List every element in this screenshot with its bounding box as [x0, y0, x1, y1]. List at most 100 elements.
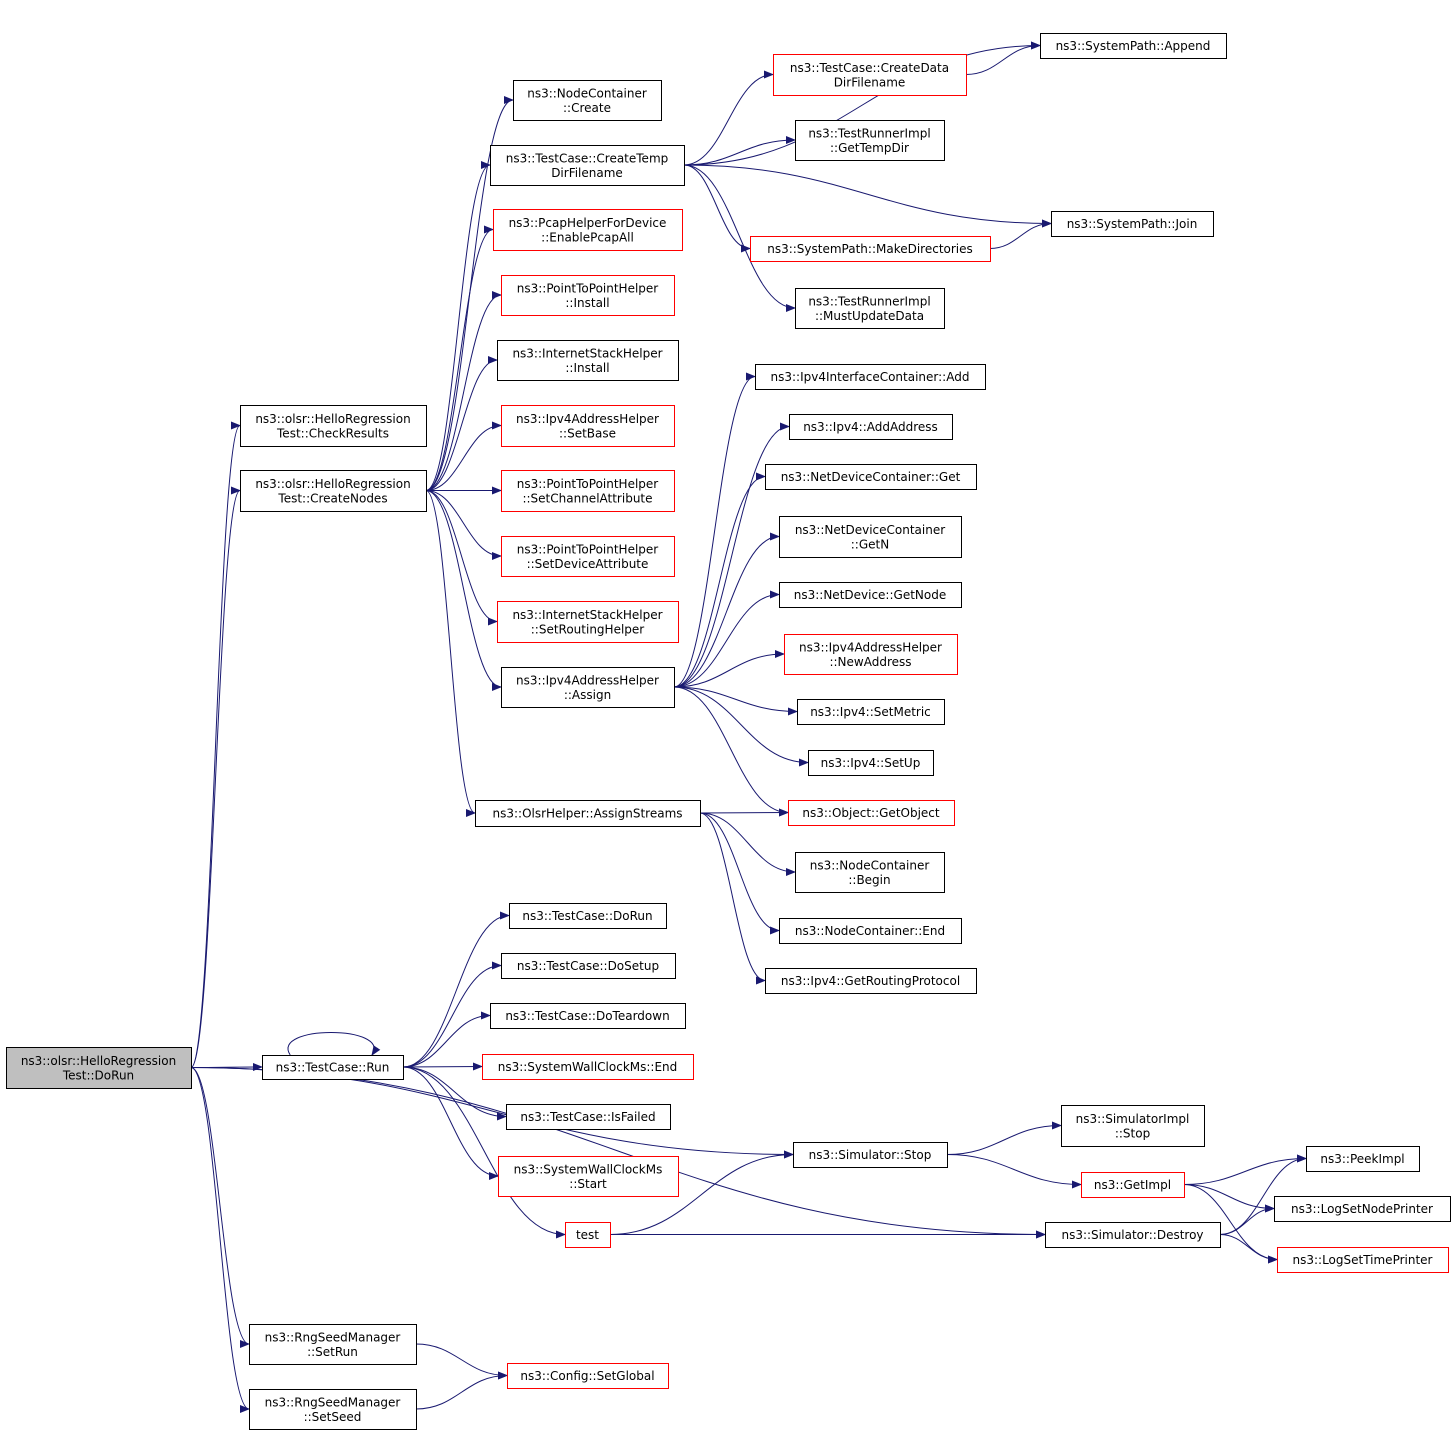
edge-sim-destroy-to-lognode — [1219, 1204, 1275, 1235]
node-iic-add[interactable]: ns3::Ipv4InterfaceContainer::Add — [755, 364, 986, 390]
node-logtime[interactable]: ns3::LogSetTimePrinter — [1277, 1247, 1449, 1273]
node-setmetric[interactable]: ns3::Ipv4::SetMetric — [797, 699, 945, 725]
node-box — [501, 405, 675, 447]
node-label: ns3::LogSetTimePrinter — [1292, 1253, 1432, 1267]
edge-dorun-to-sim-stop — [190, 1067, 794, 1159]
node-box — [779, 582, 962, 608]
edge-assign-to-getnode — [673, 590, 780, 688]
node-setrun[interactable]: ns3::RngSeedManager::SetRun — [249, 1324, 417, 1365]
node-label: ns3::NodeContainer — [527, 86, 647, 100]
node-box — [779, 918, 962, 944]
node-label: ns3::InternetStackHelper — [512, 608, 662, 622]
node-join[interactable]: ns3::SystemPath::Join — [1051, 211, 1214, 237]
node-swc-end[interactable]: ns3::SystemWallClockMs::End — [482, 1054, 694, 1080]
node-label: ::GetN — [851, 537, 889, 551]
node-label: ns3::NetDeviceContainer — [795, 523, 945, 537]
node-createnodes[interactable]: ns3::olsr::HelloRegressionTest::CreateNo… — [240, 470, 427, 512]
node-setseed[interactable]: ns3::RngSeedManager::SetSeed — [249, 1389, 417, 1430]
edge-tc-tempdir-to-makedirs — [683, 164, 751, 253]
node-box — [773, 54, 967, 96]
node-swc-start[interactable]: ns3::SystemWallClockMs::Start — [498, 1156, 679, 1197]
node-ndc-getn[interactable]: ns3::NetDeviceContainer::GetN — [779, 516, 962, 558]
node-label: ns3::PointToPointHelper — [517, 281, 659, 295]
node-label: ns3::SimulatorImpl — [1076, 1112, 1190, 1126]
node-label: ns3::TestRunnerImpl — [808, 126, 930, 140]
node-nc-create[interactable]: ns3::NodeContainer::Create — [513, 80, 662, 121]
node-ish-install[interactable]: ns3::InternetStackHelper::Install — [497, 340, 679, 381]
node-newaddress[interactable]: ns3::Ipv4AddressHelper::NewAddress — [784, 634, 958, 675]
node-isfailed[interactable]: ns3::TestCase::IsFailed — [506, 1104, 671, 1130]
node-getnode[interactable]: ns3::NetDevice::GetNode — [779, 582, 962, 608]
node-label: ns3::TestCase::Run — [276, 1061, 390, 1075]
node-test[interactable]: test — [565, 1222, 611, 1248]
node-box — [795, 120, 945, 161]
node-box — [482, 1054, 694, 1080]
node-tc-doteardown[interactable]: ns3::TestCase::DoTeardown — [490, 1003, 686, 1029]
node-setrouting[interactable]: ns3::InternetStackHelper::SetRoutingHelp… — [497, 601, 679, 643]
node-nc-begin[interactable]: ns3::NodeContainer::Begin — [795, 852, 945, 893]
node-label: ::SetDeviceAttribute — [527, 557, 649, 571]
node-getrouting[interactable]: ns3::Ipv4::GetRoutingProtocol — [765, 968, 977, 994]
edge-tc-run-to-tc-doteardown — [402, 1011, 491, 1068]
edge-sim-destroy-to-logtime — [1219, 1234, 1278, 1264]
node-lognode[interactable]: ns3::LogSetNodePrinter — [1274, 1196, 1451, 1222]
node-label: test — [576, 1228, 599, 1242]
node-setbase[interactable]: ns3::Ipv4AddressHelper::SetBase — [501, 405, 675, 447]
node-label: ::GetTempDir — [830, 141, 909, 155]
node-makedirs[interactable]: ns3::SystemPath::MakeDirectories — [750, 236, 991, 262]
node-label: ns3::RngSeedManager — [265, 1330, 401, 1344]
node-gettempdir[interactable]: ns3::TestRunnerImpl::GetTempDir — [795, 120, 945, 161]
edge-assign-to-getobject — [673, 686, 789, 817]
node-box — [240, 405, 427, 447]
node-label: ::NewAddress — [829, 655, 911, 669]
node-peekimpl[interactable]: ns3::PeekImpl — [1306, 1146, 1420, 1172]
node-getobject[interactable]: ns3::Object::GetObject — [788, 800, 955, 826]
node-label: ns3::TestCase::DoRun — [522, 909, 652, 923]
node-box — [1306, 1146, 1420, 1172]
node-box — [765, 968, 977, 994]
node-simimpl-stop[interactable]: ns3::SimulatorImpl::Stop — [1061, 1105, 1205, 1147]
node-getimpl[interactable]: ns3::GetImpl — [1081, 1172, 1185, 1198]
node-mustupdate[interactable]: ns3::TestRunnerImpl::MustUpdateData — [795, 288, 945, 329]
node-box — [497, 601, 679, 643]
node-box — [1277, 1247, 1449, 1273]
node-setup[interactable]: ns3::Ipv4::SetUp — [808, 750, 934, 776]
node-sim-destroy[interactable]: ns3::Simulator::Destroy — [1045, 1222, 1221, 1248]
edge-dorun-to-setrun — [190, 1067, 250, 1348]
edge-createnodes-to-pcap — [425, 225, 494, 491]
node-pcap[interactable]: ns3::PcapHelperForDevice::EnablePcapAll — [493, 209, 683, 251]
node-checkresults[interactable]: ns3::olsr::HelloRegressionTest::CheckRes… — [240, 405, 427, 447]
node-setdev[interactable]: ns3::PointToPointHelper::SetDeviceAttrib… — [501, 536, 675, 577]
node-p2p-install[interactable]: ns3::PointToPointHelper::Install — [501, 275, 675, 316]
node-label: ::Install — [565, 296, 609, 310]
node-box — [1051, 211, 1214, 237]
node-box — [779, 516, 962, 558]
node-tc-dosetup[interactable]: ns3::TestCase::DoSetup — [501, 953, 676, 979]
node-setchan[interactable]: ns3::PointToPointHelper::SetChannelAttri… — [501, 470, 675, 512]
node-tc-run[interactable]: ns3::TestCase::Run — [262, 1055, 404, 1080]
node-ndc-get[interactable]: ns3::NetDeviceContainer::Get — [765, 464, 977, 490]
node-sim-stop[interactable]: ns3::Simulator::Stop — [793, 1142, 948, 1168]
node-tc-dorun[interactable]: ns3::TestCase::DoRun — [509, 903, 667, 929]
edge-setrun-to-setglobal — [415, 1343, 508, 1380]
node-box — [797, 699, 945, 725]
node-box — [784, 634, 958, 675]
node-label: ::Stop — [1115, 1126, 1150, 1140]
node-addaddress[interactable]: ns3::Ipv4::AddAddress — [789, 414, 953, 440]
node-assign[interactable]: ns3::Ipv4AddressHelper::Assign — [501, 667, 675, 708]
node-label: ns3::SystemPath::Join — [1067, 217, 1198, 231]
node-append[interactable]: ns3::SystemPath::Append — [1040, 33, 1227, 59]
node-label: ns3::GetImpl — [1094, 1178, 1171, 1192]
edge-assignstreams-to-nc-begin — [699, 812, 796, 876]
node-label: ns3::Ipv4AddressHelper — [516, 673, 659, 687]
node-nc-end[interactable]: ns3::NodeContainer::End — [779, 918, 962, 944]
node-label: ::EnablePcapAll — [541, 230, 634, 244]
edge-assign-to-newaddress — [673, 650, 785, 688]
node-assignstreams[interactable]: ns3::OlsrHelper::AssignStreams — [475, 800, 701, 827]
node-setglobal[interactable]: ns3::Config::SetGlobal — [507, 1363, 669, 1389]
node-box — [507, 1363, 669, 1389]
edge-createnodes-to-setrouting — [425, 490, 498, 626]
